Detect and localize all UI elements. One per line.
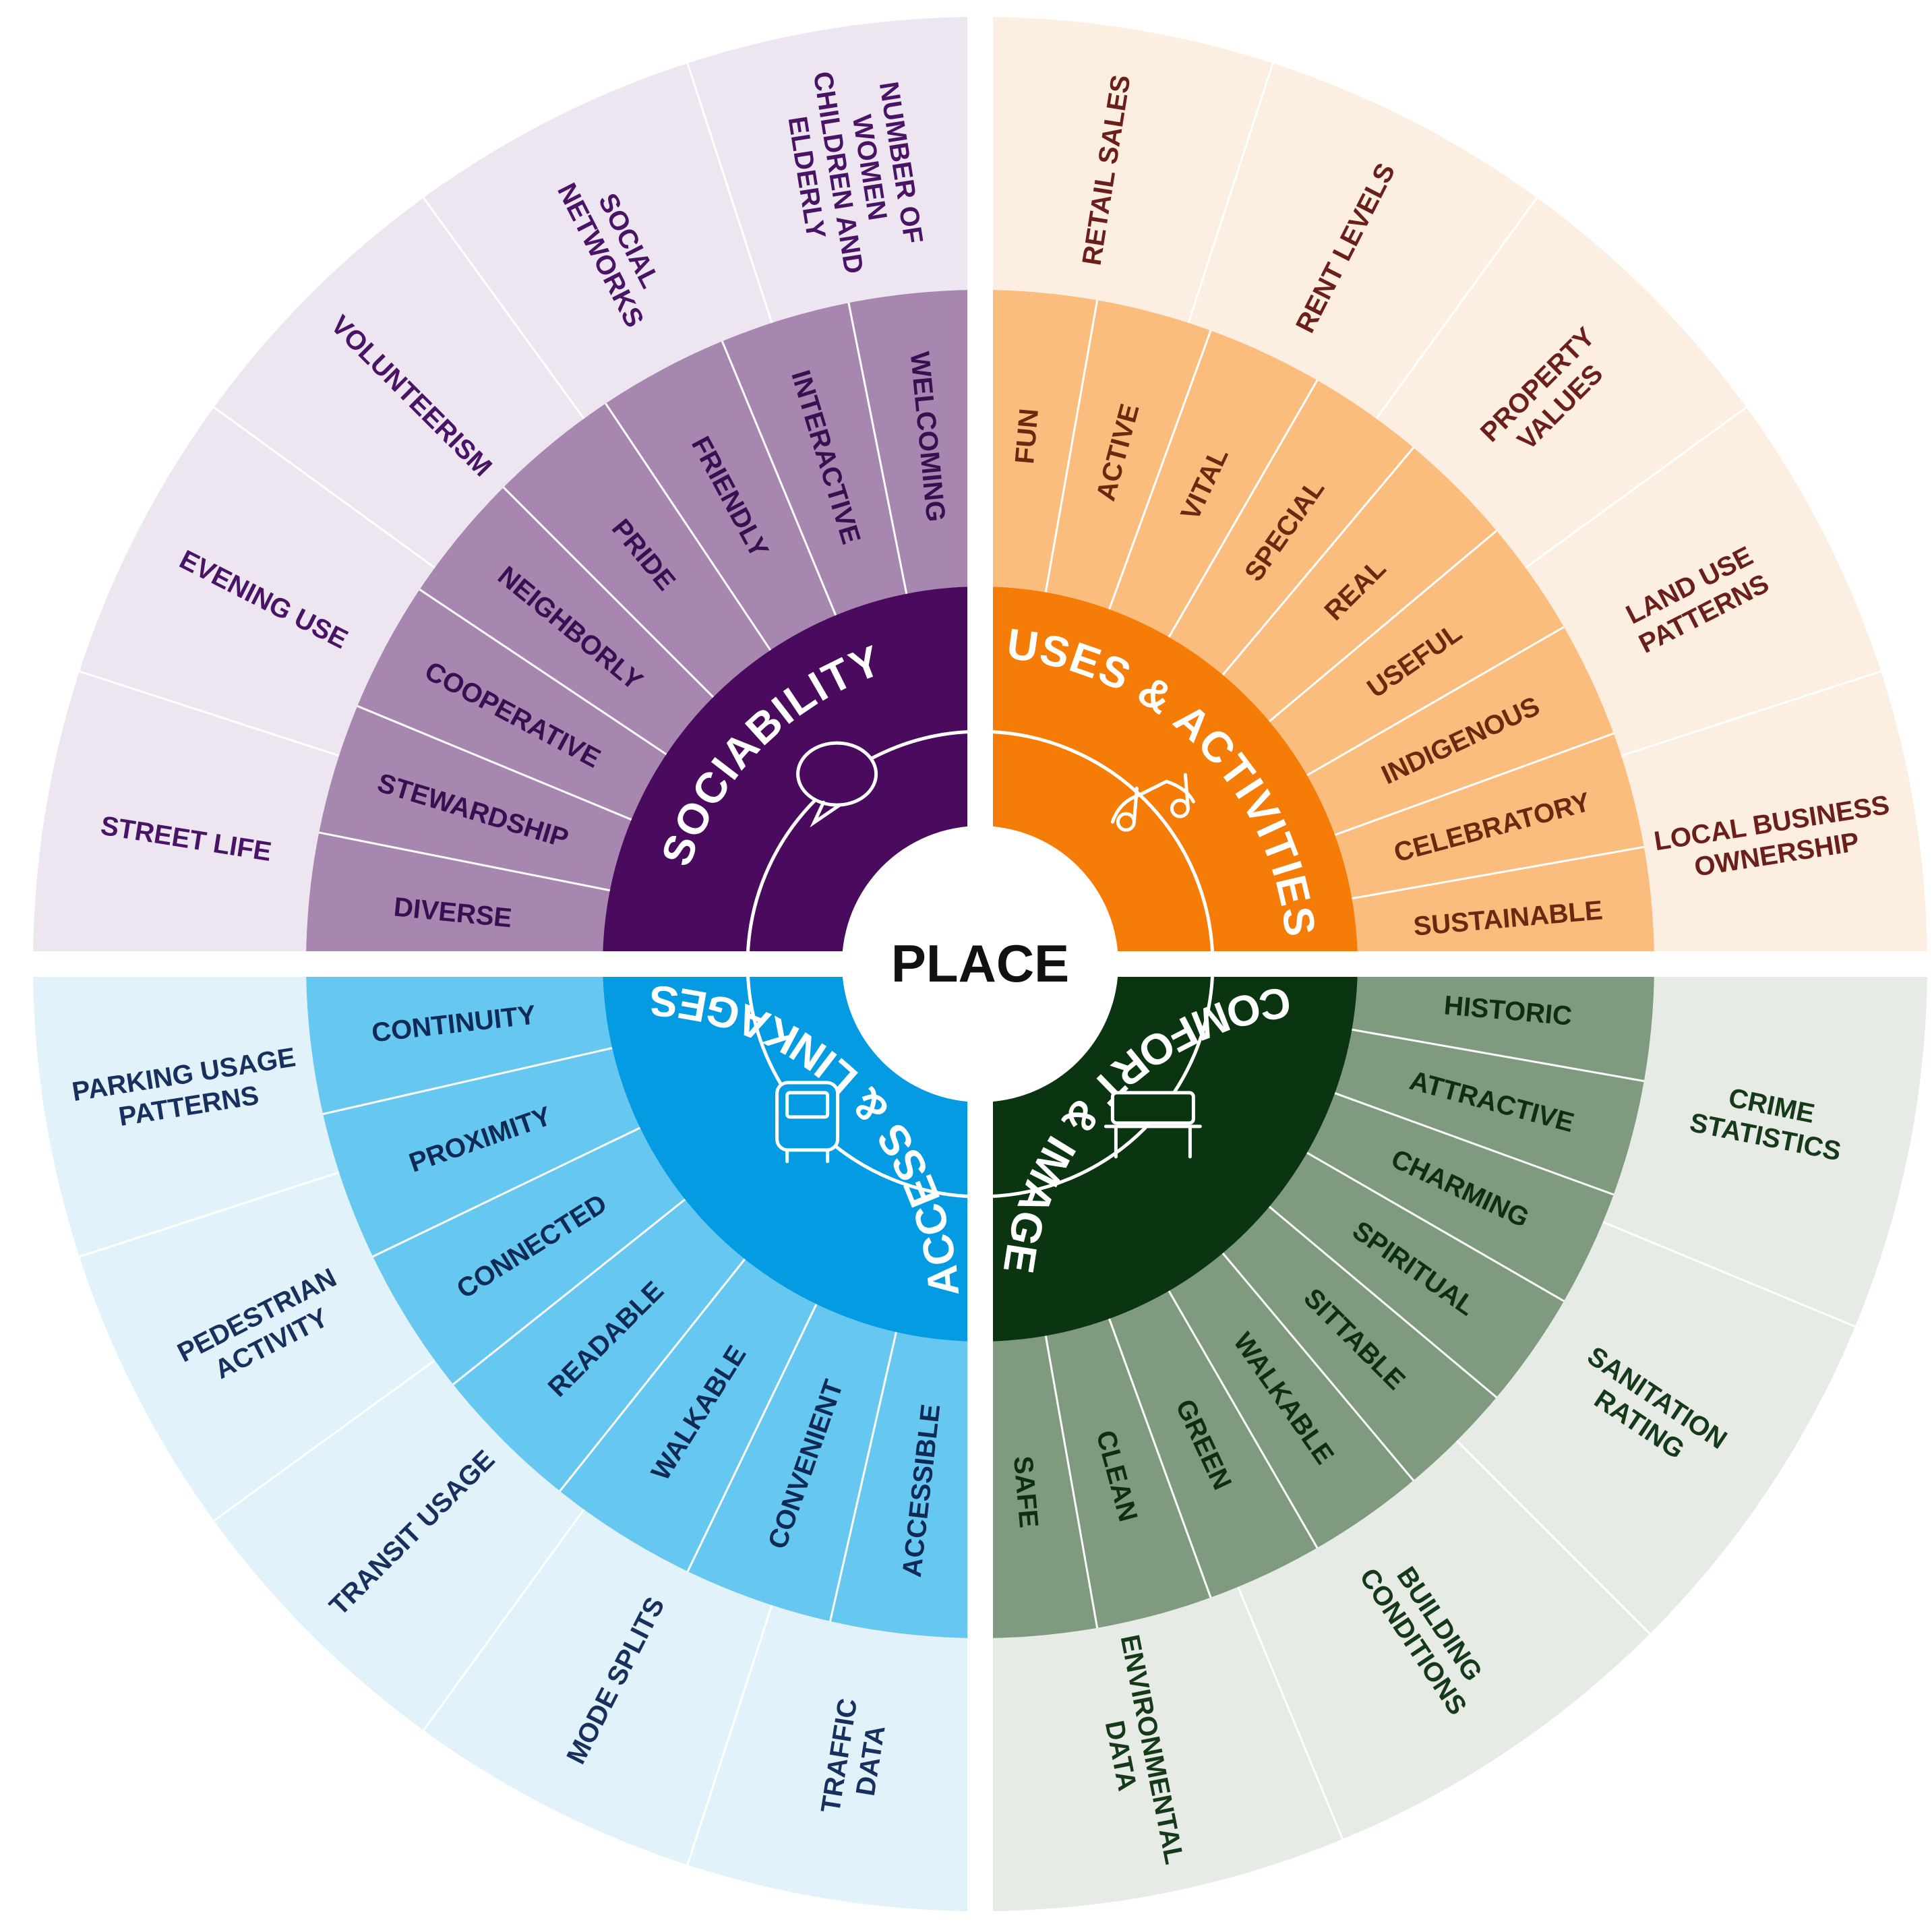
sociability-measure-divider <box>66 666 340 757</box>
sociability-attr-divider <box>847 302 908 595</box>
sociability-measure-divider <box>202 398 435 569</box>
center-label: PLACE <box>891 934 1069 993</box>
access-linkages-attr-divider <box>322 1047 613 1115</box>
icons <box>775 741 1202 1164</box>
sociability-core <box>603 587 967 951</box>
comfort-image-core-ring <box>988 971 1215 1199</box>
sociability-attr-divider <box>318 831 611 892</box>
bench-icon <box>1104 1091 1202 1159</box>
comfort-image-attribute-line: SAFE <box>1008 1455 1044 1529</box>
comfort-image-attr-divider <box>1168 1290 1319 1549</box>
uses-activities-attr-divider <box>1168 380 1319 638</box>
center: PLACE <box>862 846 1098 1082</box>
sociability-attr-divider <box>502 486 715 698</box>
quadrant-access-linkages <box>33 977 967 1911</box>
access-linkages-middle-band <box>306 977 967 1638</box>
uses-activities-attr-divider <box>1352 845 1645 900</box>
sociability-attr-divider <box>357 704 632 821</box>
quadrant-uses-activities <box>993 17 1927 951</box>
bus-icon <box>775 1081 840 1164</box>
uses-activities-core <box>993 587 1358 951</box>
dividers <box>66 50 1894 1878</box>
comfort-image-attr-divider <box>1221 1253 1414 1482</box>
comfort-image-attr-divider <box>1044 1335 1099 1629</box>
uses-activities-outer-band <box>993 17 1927 951</box>
comfort-image-attribute: SAFE <box>1008 1455 1044 1529</box>
sociability-attr-divider <box>419 589 667 756</box>
comfort-image-attr-divider <box>1334 1092 1614 1196</box>
access-linkages-attr-divider <box>829 1331 897 1622</box>
comfort-image-attr-divider <box>1108 1318 1212 1598</box>
comfort-image-core <box>993 977 1358 1342</box>
uses-activities-attr-divider <box>1334 732 1614 836</box>
comfort-image-attr-divider <box>1269 1205 1498 1398</box>
comfort-image-measure-divider <box>1237 1586 1349 1853</box>
comfort-image-measure-divider <box>1456 1440 1660 1644</box>
uses-activities-core-ring <box>988 729 1215 957</box>
uses-activities-measure-divider <box>1525 398 1758 569</box>
comfort-image-measure-divider <box>1602 1221 1869 1333</box>
uses-activities-attr-divider <box>1269 530 1498 723</box>
sociability-attr-divider <box>721 340 837 616</box>
access-linkages-attr-divider <box>372 1127 641 1258</box>
uses-activities-attribute: FUN <box>1010 407 1044 465</box>
access-linkages-core <box>603 977 967 1342</box>
access-linkages-attr-divider <box>686 1303 818 1572</box>
sociability-outer-band <box>33 17 967 951</box>
uses-activities-attribute-line: FUN <box>1010 407 1044 465</box>
sociability-measure-divider <box>682 50 773 324</box>
access-linkages-measure-divider <box>202 1359 435 1530</box>
music-notes-icon <box>1110 773 1195 832</box>
uses-activities-middle-band <box>993 290 1654 951</box>
uses-activities-attr-divider <box>1221 446 1414 675</box>
uses-activities-measure-divider <box>1187 50 1278 324</box>
uses-activities-attr-divider <box>1108 330 1212 610</box>
center-circle <box>862 846 1098 1082</box>
uses-activities-measure-divider <box>1621 666 1894 757</box>
access-linkages-attr-divider <box>452 1198 686 1385</box>
comfort-image-attr-divider <box>1306 1151 1565 1302</box>
uses-activities-measure-divider <box>1375 186 1546 419</box>
uses-activities-attr-divider <box>1044 299 1099 593</box>
uses-activities-attr-divider <box>1306 626 1565 777</box>
comfort-image-middle-band <box>993 977 1654 1638</box>
access-linkages-attr-divider <box>559 1258 746 1492</box>
access-linkages-outer-band <box>33 977 967 1911</box>
sociability-measure-divider <box>415 186 585 419</box>
access-linkages-measure-divider <box>66 1171 340 1262</box>
comfort-image-attr-divider <box>1352 1028 1645 1083</box>
access-linkages-measure-divider <box>415 1509 585 1742</box>
access-linkages-measure-divider <box>682 1604 773 1878</box>
sociability-attr-divider <box>605 402 772 651</box>
speech-bubble-icon <box>796 741 878 828</box>
core-rings <box>746 729 1215 1199</box>
